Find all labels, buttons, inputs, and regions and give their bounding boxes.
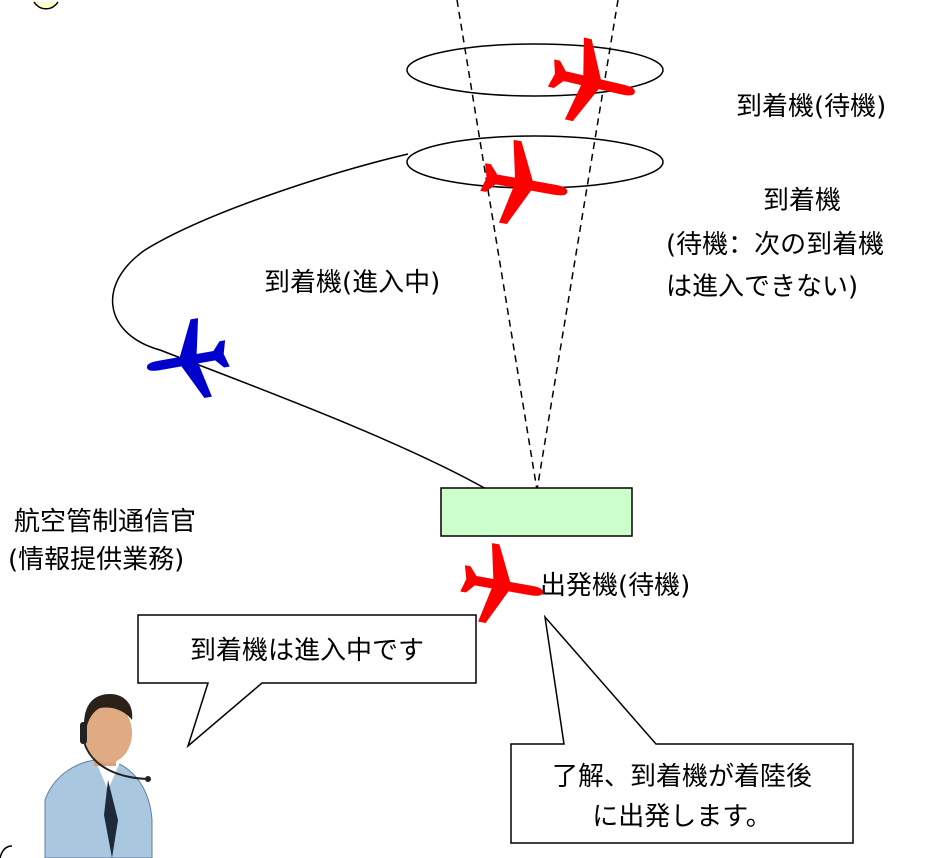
arrival-holding-plane-2: [475, 135, 575, 234]
pilot-reply-line1: 了解、到着機が着陸後: [551, 762, 812, 792]
cone-left-line: [456, 0, 538, 491]
controller-speech-text: 到着機は進入中です: [189, 636, 424, 666]
label-arrival-approaching: 到着機(進入中): [264, 268, 441, 298]
label-arrival-waiting-line3: は進入できない): [666, 272, 859, 302]
holding-pattern-upper: [406, 43, 664, 97]
label-controller-role: (情報提供業務): [8, 545, 185, 575]
cone-right-line: [536, 0, 619, 491]
label-arrival-holding: 到着機(待機): [736, 92, 887, 122]
controller-speech-bubble: [137, 614, 477, 749]
label-controller-title: 航空管制通信官: [14, 507, 197, 537]
approach-path: [111, 153, 489, 491]
label-departure: 出発機(待機): [540, 571, 691, 601]
label-arrival-waiting-line1: 到着機: [762, 186, 841, 216]
pilot-reply-bubble: [510, 614, 854, 844]
holding-pattern-lower: [406, 135, 664, 189]
pilot-reply-line2: に出発します。: [592, 802, 772, 832]
controller-figure: [44, 694, 153, 858]
corner-circle: [33, 1, 59, 10]
approach-plane: [140, 314, 235, 407]
airport-box: [440, 487, 633, 537]
corner-arc: [0, 845, 13, 858]
label-arrival-waiting-line2: (待機：次の到着機: [666, 230, 885, 260]
arrival-holding-plane: [541, 32, 645, 134]
